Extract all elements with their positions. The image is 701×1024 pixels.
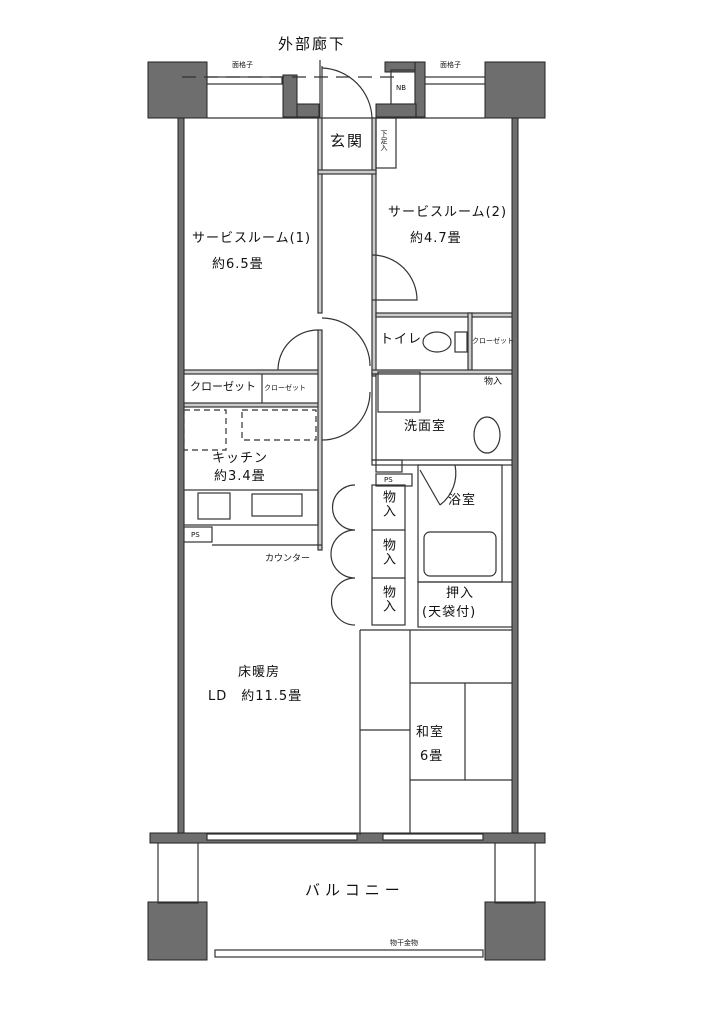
washitsu-name: 和室 <box>416 725 445 740</box>
nb-label: NB <box>396 84 407 92</box>
corridor-label: 外部廊下 <box>278 35 347 53</box>
window-grille-left-label: 面格子 <box>232 61 253 69</box>
oshiire-name: 押入 <box>446 586 475 601</box>
closet-toilet-label: クローゼット <box>472 337 514 345</box>
oshiire-note: (天袋付) <box>422 605 477 620</box>
shoe-storage-label: 下足入 <box>380 130 389 151</box>
bath-room-box <box>417 464 503 583</box>
ld-name: 床暖房 <box>238 665 281 680</box>
wall-right <box>511 117 519 836</box>
service-room-1-name: サービスルーム(1) <box>192 231 312 246</box>
column-top-left <box>147 61 208 119</box>
ps-kitchen-label: PS <box>191 531 200 539</box>
wash-basin <box>473 416 501 454</box>
stove <box>197 492 231 520</box>
washing-machine <box>377 371 421 413</box>
ld-size: LD 約11.5畳 <box>208 689 303 704</box>
column-bottom-right <box>484 901 546 961</box>
service-room-2-size: 約4.7畳 <box>410 231 462 246</box>
toilet-bowl <box>422 331 452 353</box>
storage-1-label: 物入 <box>379 490 395 518</box>
service-room-1-size: 約6.5畳 <box>212 257 264 272</box>
entrance-label: 玄関 <box>330 132 365 150</box>
shoe-box <box>375 117 397 169</box>
bathtub <box>423 531 497 577</box>
wall-left <box>177 117 185 836</box>
counter-label: カウンター <box>265 554 311 564</box>
sink <box>251 493 303 517</box>
kitchen-counter <box>183 489 319 526</box>
closet-small-label: クローゼット <box>264 384 306 392</box>
closet-main-label: クローゼット <box>190 380 256 393</box>
service-room-2-name: サービスルーム(2) <box>388 205 508 220</box>
oshiire-box <box>417 581 513 628</box>
window-grille-right-label: 面格子 <box>440 61 461 69</box>
kitchen-name: キッチン <box>212 451 269 466</box>
storage-2-label: 物入 <box>379 538 395 566</box>
balcony-label: バルコニー <box>305 881 405 899</box>
toilet-label: トイレ <box>380 332 423 347</box>
ps-hall-label: PS <box>384 476 393 484</box>
storage-3-label: 物入 <box>379 585 395 613</box>
storage-wash-label: 物入 <box>484 377 503 387</box>
laundry-rail <box>214 949 484 958</box>
laundry-hanger-label: 物干金物 <box>390 939 418 947</box>
bath-label: 浴室 <box>448 493 477 508</box>
washroom-label: 洗面室 <box>404 419 447 434</box>
kitchen-size: 約3.4畳 <box>214 469 266 484</box>
washitsu-size: 6畳 <box>420 749 444 764</box>
nb-box <box>390 69 416 105</box>
column-top-right <box>484 61 546 119</box>
column-bottom-left <box>147 901 208 961</box>
